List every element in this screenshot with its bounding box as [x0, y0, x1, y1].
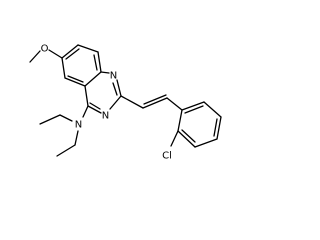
- chemical-structure: O N N N Cl: [29, 44, 222, 162]
- bond-n3-c4: [87, 105, 102, 114]
- bond-n1-c2: [116, 79, 122, 97]
- bond-n1-c2-inner: [112, 82, 118, 96]
- bond-ph1-ph2-inner: [184, 105, 204, 114]
- bond-c4a-c5: [64, 77, 86, 87]
- bond-c2-vinyl: [120, 95, 144, 109]
- bond-ph6-ph1: [177, 109, 183, 132]
- atom-label-oxygen: O: [41, 44, 49, 55]
- atom-label-amine-n: N: [75, 120, 82, 131]
- bond-ethyl1-ch3: [39, 114, 61, 125]
- bond-ch3-o: [29, 50, 41, 63]
- bond-ph3-ph4: [216, 116, 222, 140]
- bond-c8a-c4a: [84, 71, 102, 87]
- bond-ethyl2-ch3: [56, 144, 76, 157]
- atom-label-n1: N: [110, 71, 117, 82]
- bond-ph2-ph3: [203, 101, 222, 118]
- bond-ph3-ph4-inner: [213, 118, 218, 137]
- bond-c7-c8: [77, 44, 99, 53]
- bond-c6-c7: [61, 44, 79, 59]
- bond-o-c6: [48, 49, 63, 59]
- bond-c8-c8a: [97, 51, 102, 73]
- bond-ph5-ph6-inner: [181, 129, 196, 143]
- bond-c6-c7-inner: [65, 48, 80, 60]
- bond-c4a-c5-inner: [67, 75, 84, 83]
- bond-n3-c4-inner: [89, 102, 101, 110]
- bond-ph6-cl: [170, 130, 179, 147]
- bond-ph1-ph2: [181, 101, 205, 111]
- bond-c4-c4a: [84, 85, 89, 107]
- bond-c8-c8a-inner: [93, 54, 98, 71]
- bond-vinyl-ring: [166, 97, 183, 111]
- bond-c2-n3: [109, 95, 122, 110]
- bond-n-ethyl1: [59, 114, 73, 122]
- bond-c8a-n1: [100, 71, 110, 74]
- bond-c5-c6: [61, 57, 66, 79]
- bond-ph4-ph5: [194, 138, 218, 148]
- bond-ph5-ph6: [177, 130, 196, 148]
- structure-canvas: O N N N Cl: [29, 44, 222, 162]
- bond-vinyl-double: [142, 97, 168, 109]
- bond-c4-n: [82, 105, 89, 118]
- bond-n-ethyl2: [74, 130, 79, 146]
- atom-label-n3: N: [102, 111, 109, 122]
- bond-vinyl-double-inner: [143, 94, 167, 105]
- atom-label-chlorine: Cl: [162, 151, 172, 162]
